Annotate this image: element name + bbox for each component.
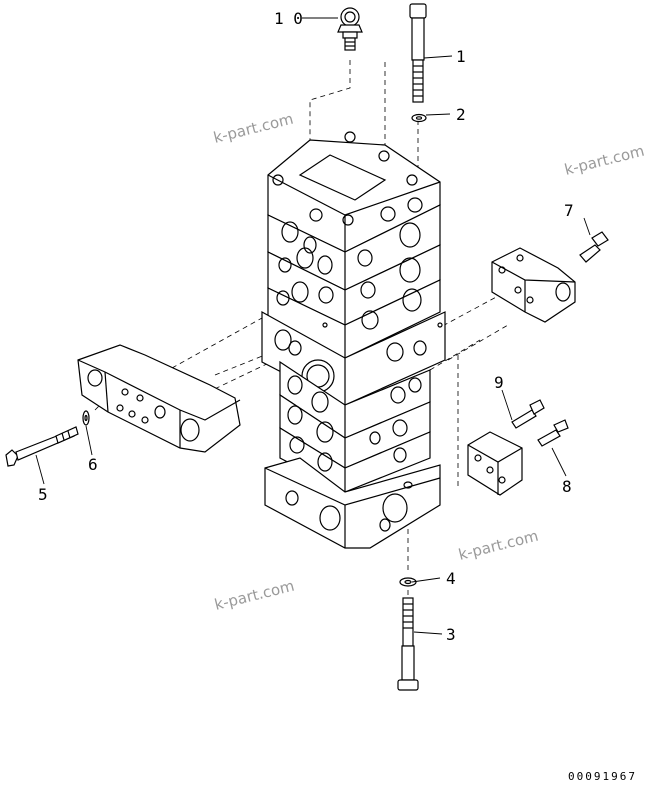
watermark-4: k-part.com: [213, 577, 297, 614]
washer-part-6: [82, 410, 90, 426]
left-end-cover: [77, 344, 241, 453]
block-part-8-9-assembly: [467, 399, 569, 496]
callout-8: 8: [562, 477, 572, 496]
leader-lines: [35, 17, 591, 635]
callout-4: 4: [446, 569, 456, 588]
washer-part-4: [399, 577, 417, 587]
callout-10: 1 0: [274, 9, 303, 28]
drawing-code: 00091967: [568, 770, 637, 783]
callout-6: 6: [88, 455, 98, 474]
tie-bolt-part-3: [397, 597, 419, 691]
watermark-2: k-part.com: [563, 142, 647, 179]
tie-bolt-part-1: [409, 3, 427, 103]
callout-3: 3: [446, 625, 456, 644]
callout-2: 2: [456, 105, 466, 124]
callout-7: 7: [564, 201, 574, 220]
block-part-7-assembly: [491, 231, 609, 323]
callout-9: 9: [494, 373, 504, 392]
watermark-3: k-part.com: [457, 527, 541, 564]
eye-bolt-part-10: [337, 7, 363, 51]
washer-part-2: [411, 113, 427, 123]
watermark-1: k-part.com: [212, 110, 296, 147]
callout-5: 5: [38, 485, 48, 504]
assembly-lines: [94, 60, 509, 600]
control-valve-body: [261, 131, 446, 549]
bolt-part-5: [5, 426, 79, 467]
callout-1: 1: [456, 47, 466, 66]
callout-labels: 1 0 1 2 7 9 8 4 3 5 6: [38, 9, 574, 644]
